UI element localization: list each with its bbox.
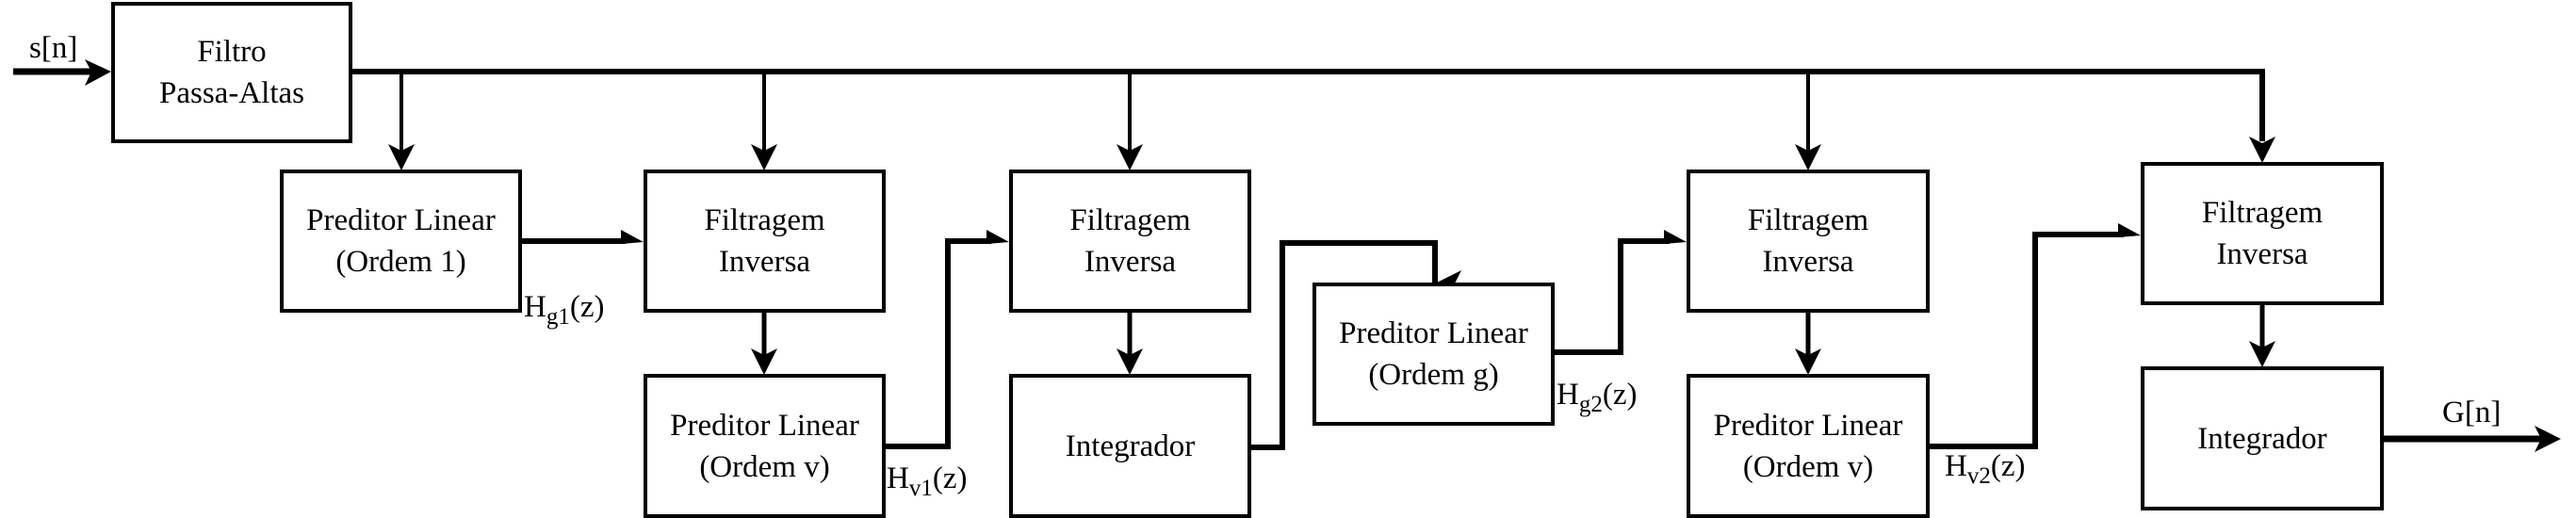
transfer-main: H [887,461,909,495]
input-arrowhead-icon [85,59,111,86]
block-label: (Ordem g) [1368,358,1499,392]
block-label: Filtragem [704,203,825,237]
arrow-down-icon [2249,341,2275,367]
block-preditor-linear-ordem-v-2[interactable]: Preditor Linear (Ordem v) [1687,374,1930,518]
output-arrowhead-icon [2535,426,2561,452]
main-bus-wire [352,69,2265,141]
arrow-down-icon [1795,144,1821,170]
block-label: Filtragem [1069,203,1191,237]
arrow-right-icon [2118,223,2141,237]
block-label: Integrador [1065,429,1196,463]
wire-hv2 [1930,232,2124,449]
block-label: (Ordem 1) [335,245,466,279]
block-filtragem-inversa-3[interactable]: Filtragem Inversa [1687,170,1930,313]
arrow-down-icon [388,144,415,170]
transfer-main: H [1945,449,1967,483]
block-label: Inversa [1084,245,1177,279]
arrow-down-icon [1117,144,1143,170]
transfer-label-hg2: Hg2(z) [1557,378,1638,416]
transfer-main: H [524,290,546,324]
block-label: Filtro [197,35,267,69]
transfer-arg: (z) [1602,378,1638,412]
transfer-main: H [1557,378,1579,412]
block-label: (Ordem v) [1742,449,1874,484]
block-label: Filtragem [2201,196,2323,230]
block-label: Passa-Altas [159,76,304,110]
block-label: Preditor Linear [670,408,859,443]
output-signal-label: G[n] [2442,396,2502,429]
block-filtragem-inversa-2[interactable]: Filtragem Inversa [1009,170,1251,313]
block-filtro-passa-altas[interactable]: Filtro Passa-Altas [111,2,352,143]
wire-hv1 [886,238,991,449]
block-label: Preditor Linear [1713,408,1903,443]
block-integrador-2[interactable]: Integrador [2141,366,2384,510]
block-label: Preditor Linear [306,203,496,237]
transfer-label-hv2: Hv2(z) [1945,449,2026,488]
arrow-down-icon [2249,137,2275,163]
transfer-subscript: v2 [1966,463,1991,489]
transfer-label-hv1: Hv1(z) [887,461,968,500]
block-filtragem-inversa-4[interactable]: Filtragem Inversa [2141,162,2384,305]
transfer-subscript: v1 [908,476,933,501]
transfer-arg: (z) [1990,449,2026,483]
block-label: Inversa [718,245,811,279]
transfer-arg: (z) [932,461,968,495]
arrow-down-icon [1795,348,1821,375]
arrow-down-icon [751,348,777,375]
block-label: Integrador [2197,421,2327,456]
block-label: (Ordem v) [699,449,830,484]
arrow-right-icon [1664,230,1687,244]
wire-int1-to-plg [1251,240,1438,450]
transfer-arg: (z) [569,290,605,324]
block-label: Preditor Linear [1339,316,1528,350]
transfer-label-hg1: Hg1(z) [524,290,605,329]
transfer-subscript: g1 [546,304,570,330]
block-preditor-linear-ordem-1[interactable]: Preditor Linear (Ordem 1) [280,170,522,313]
block-preditor-linear-ordem-v-1[interactable]: Preditor Linear (Ordem v) [644,374,886,518]
arrow-right-icon [986,230,1009,244]
block-label: Inversa [2216,237,2308,271]
block-label: Inversa [1762,245,1854,279]
block-preditor-linear-ordem-g[interactable]: Preditor Linear (Ordem g) [1312,283,1555,426]
block-integrador-1[interactable]: Integrador [1009,374,1251,518]
block-label: Filtragem [1747,203,1869,237]
arrow-down-icon [751,144,777,170]
input-signal-label: s[n] [29,31,78,65]
wire-hg2 [1555,238,1670,355]
block-filtragem-inversa-1[interactable]: Filtragem Inversa [644,170,886,313]
transfer-subscript: g2 [1578,392,1603,417]
arrow-down-icon [1117,348,1143,375]
arrow-right-icon [621,230,644,244]
